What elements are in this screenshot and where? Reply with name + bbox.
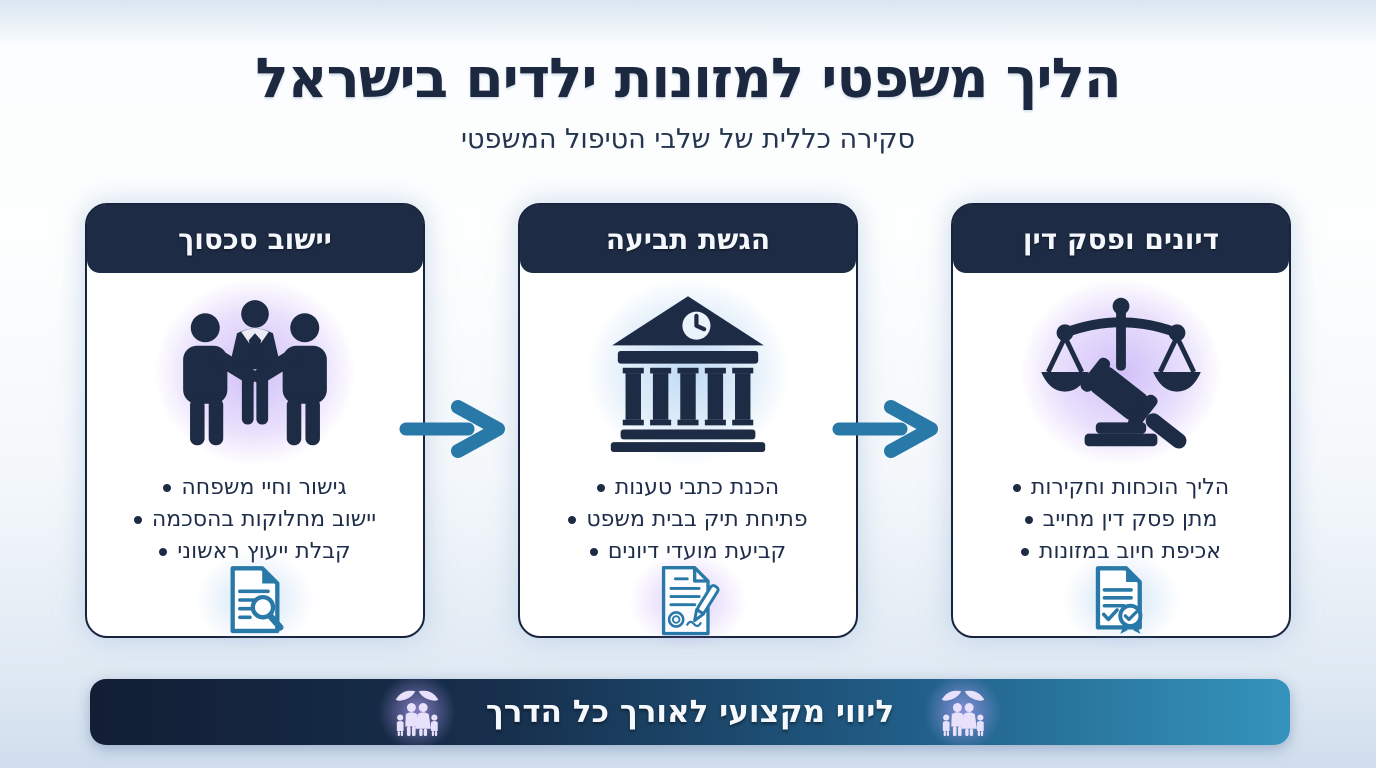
banner: ליווי מקצועי לאורך כל הדרך xyxy=(90,673,1290,751)
family-protection-icon xyxy=(941,690,985,737)
document-signature-icon xyxy=(661,566,720,636)
bullet-dot xyxy=(159,547,168,556)
document-certificate-icon xyxy=(1095,566,1143,634)
bullet-dot xyxy=(589,547,598,556)
list-item: יישוב מחלוקות בהסכמה xyxy=(133,507,377,532)
banner-text: ליווי מקצועי לאורך כל הדרך xyxy=(485,694,895,730)
family-protection-icon xyxy=(395,690,439,737)
bullet-text: הליך הוכחות וחקירות xyxy=(1030,475,1230,500)
bullet-dot xyxy=(163,483,172,492)
purple-glow xyxy=(377,673,456,751)
bullet-list: גישור וחיי משפחה יישוב מחלוקות בהסכמה קב… xyxy=(133,475,377,564)
icon-area xyxy=(520,279,856,465)
card-dispute-resolution: יישוב סכסוך xyxy=(85,203,425,650)
bullet-text: הכנת כתבי טענות xyxy=(614,475,780,500)
list-item: הכנת כתבי טענות xyxy=(596,475,780,500)
purple-glow xyxy=(924,673,1003,751)
arrow-right-icon xyxy=(832,400,938,458)
bullet-dot xyxy=(1012,483,1021,492)
card-title-dispute-resolution: יישוב סכסוך xyxy=(87,205,423,273)
bullet-text: קבלת ייעוץ ראשוני xyxy=(177,539,351,564)
header: הליך משפטי למזונות ילדים בישראל סקירה כל… xyxy=(0,46,1376,155)
list-item: הליך הוכחות וחקירות xyxy=(1012,475,1230,500)
document-search-icon xyxy=(230,566,284,634)
arrow-right-icon xyxy=(399,400,505,458)
list-item: פתיחת תיק בבית משפט xyxy=(568,507,808,532)
card-title-filing-lawsuit: הגשת תביעה xyxy=(520,205,856,273)
banner-icon-wrap xyxy=(924,673,1003,751)
footer-icon-area xyxy=(628,551,748,651)
bullet-text: פתיחת תיק בבית משפט xyxy=(586,507,808,532)
page-title: הליך משפטי למזונות ילדים בישראל xyxy=(255,46,1121,110)
card-title-hearings-verdict: דיונים ופסק דין xyxy=(953,205,1289,273)
courthouse-icon xyxy=(610,296,766,452)
list-item: מתן פסק דין מחייב xyxy=(1024,507,1218,532)
bullet-text: יישוב מחלוקות בהסכמה xyxy=(151,507,377,532)
bullet-dot xyxy=(596,483,605,492)
footer-icon-area xyxy=(195,550,315,650)
card-hearings-verdict: דיונים ופסק דין xyxy=(951,203,1291,650)
icon-area xyxy=(87,279,423,465)
bullet-dot xyxy=(1024,515,1033,524)
banner-icon-wrap xyxy=(377,673,456,751)
card-filing-lawsuit: הגשת תביעה xyxy=(518,203,858,651)
icon-area xyxy=(953,279,1289,465)
scales-gavel-icon xyxy=(1041,297,1201,449)
bullet-dot xyxy=(568,515,577,524)
bullet-dot xyxy=(133,515,142,524)
list-item: קבלת ייעוץ ראשוני xyxy=(159,539,351,564)
bullet-text: גישור וחיי משפחה xyxy=(181,475,347,500)
mediation-people-icon xyxy=(183,300,327,446)
bullet-list: הליך הוכחות וחקירות מתן פסק דין מחייב אכ… xyxy=(1012,475,1230,564)
bullet-text: אכיפת חיוב במזונות xyxy=(1039,539,1221,564)
bullet-dot xyxy=(1021,547,1029,556)
page-subtitle: סקירה כללית של שלבי הטיפול המשפטי xyxy=(460,124,916,155)
list-item: גישור וחיי משפחה xyxy=(163,475,347,500)
list-item: אכיפת חיוב במזונות xyxy=(1021,539,1221,564)
footer-icon-area xyxy=(1061,550,1181,650)
bullet-text: מתן פסק דין מחייב xyxy=(1042,507,1218,532)
